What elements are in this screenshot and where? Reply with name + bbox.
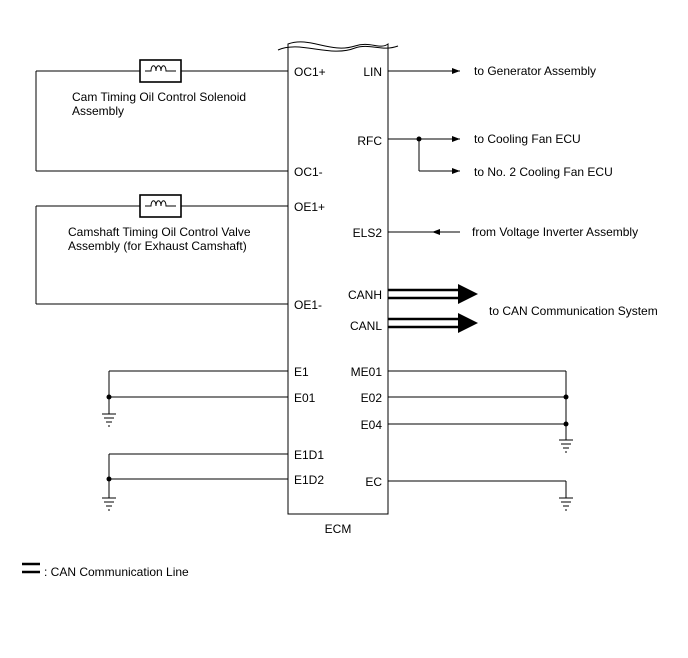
cooling-fan-label: to Cooling Fan ECU [474, 132, 581, 146]
cooling-fan-2-label: to No. 2 Cooling Fan ECU [474, 165, 613, 179]
ecm-label: ECM [325, 522, 352, 536]
pin-canl: CANL [350, 319, 382, 333]
pin-els2: ELS2 [353, 226, 383, 240]
ecm-box [277, 41, 399, 515]
solenoid-2-label-line2: Assembly (for Exhaust Camshaft) [68, 239, 247, 253]
pin-oc1-minus: OC1- [294, 165, 323, 179]
generator-label: to Generator Assembly [474, 64, 596, 78]
ground-e1-e01 [106, 370, 288, 414]
solenoid-2-circuit [35, 205, 288, 305]
solenoid-1-coil-icon [139, 59, 182, 83]
pin-ec: EC [365, 475, 382, 489]
ground-icon [559, 497, 573, 511]
pin-lin: LIN [363, 65, 382, 79]
rfc-wiring [388, 136, 460, 174]
pin-me01: ME01 [351, 365, 383, 379]
ground-ec [388, 480, 567, 498]
ground-icon [102, 497, 116, 511]
ground-icon [559, 439, 573, 453]
pin-e02: E02 [361, 391, 383, 405]
solenoid-2-coil-icon [139, 194, 182, 218]
pin-e1d1: E1D1 [294, 448, 324, 462]
pin-oe1-minus: OE1- [294, 298, 322, 312]
solenoid-1-circuit [35, 70, 288, 172]
solenoid-2-label-line1: Camshaft Timing Oil Control Valve [68, 225, 251, 239]
legend-text: : CAN Communication Line [44, 565, 189, 579]
ground-me01-e02-e04 [388, 370, 569, 440]
ground-icon [102, 413, 116, 427]
pin-canh: CANH [348, 288, 382, 302]
pin-e1: E1 [294, 365, 309, 379]
pin-rfc: RFC [357, 134, 382, 148]
canh-bus-line [388, 284, 478, 304]
pin-e04: E04 [361, 418, 383, 432]
solenoid-1-label-line2: Assembly [72, 104, 124, 118]
canl-bus-line [388, 313, 478, 333]
pin-oe1-plus: OE1+ [294, 200, 325, 214]
can-line-legend-icon [22, 562, 40, 574]
can-label: to CAN Communication System [489, 304, 658, 318]
pin-e1d2: E1D2 [294, 473, 324, 487]
ground-e1d1-e1d2 [106, 453, 288, 498]
solenoid-1-label-line1: Cam Timing Oil Control Solenoid [72, 90, 246, 104]
pin-oc1-plus: OC1+ [294, 65, 326, 79]
inverter-label: from Voltage Inverter Assembly [472, 225, 638, 239]
pin-e01: E01 [294, 391, 316, 405]
